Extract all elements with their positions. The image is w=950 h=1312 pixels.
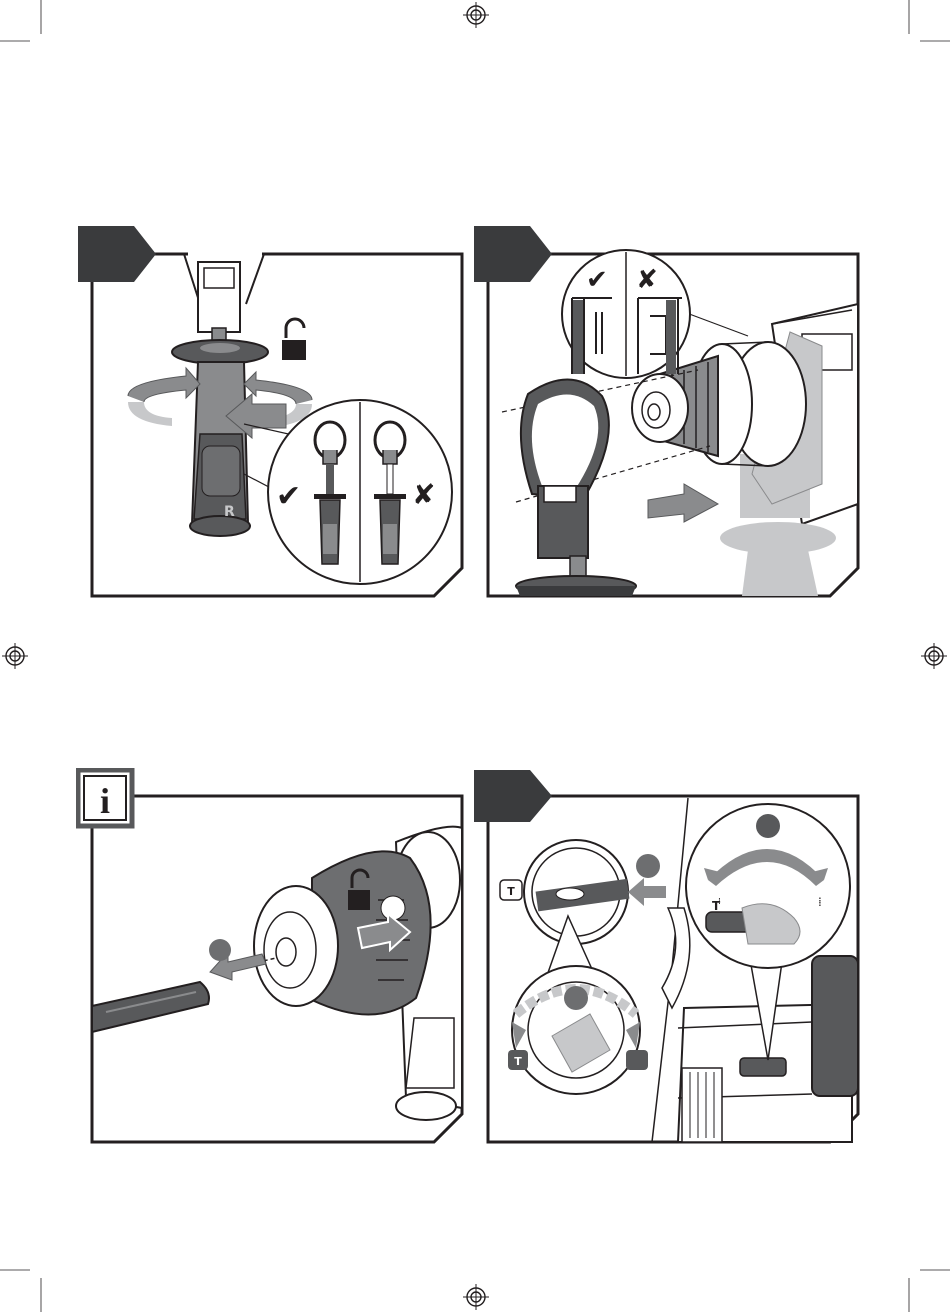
- info-icon: i: [78, 770, 132, 826]
- slide-arrow-icon: [648, 484, 718, 522]
- check-mark-icon: ✔: [586, 265, 608, 295]
- panel-2: ✔ ✘: [472, 224, 864, 604]
- svg-text:⁞: ⁞: [818, 895, 822, 909]
- cross-mark-icon: ✘: [412, 478, 435, 511]
- svg-text:⁞: ⁞: [718, 897, 721, 907]
- step-arrow-tab: [474, 770, 552, 822]
- panel-3: i: [76, 768, 468, 1150]
- cross-mark-icon: ✘: [636, 265, 658, 295]
- step-arrow-tab: [474, 226, 552, 282]
- selector-label-t-left: T: [507, 885, 515, 898]
- selector-label-t-bottom: T: [514, 1055, 522, 1068]
- panel-4: T ⁞ ⁞ T T: [472, 768, 864, 1150]
- svg-text:R: R: [224, 504, 235, 520]
- step-arrow-tab: [78, 226, 156, 282]
- panel-1: R ✔ ✘: [76, 224, 468, 604]
- check-mark-icon: ✔: [276, 479, 301, 514]
- press-arrow-icon: [628, 878, 666, 906]
- open-padlock-icon: [282, 319, 306, 360]
- info-glyph: i: [100, 781, 110, 821]
